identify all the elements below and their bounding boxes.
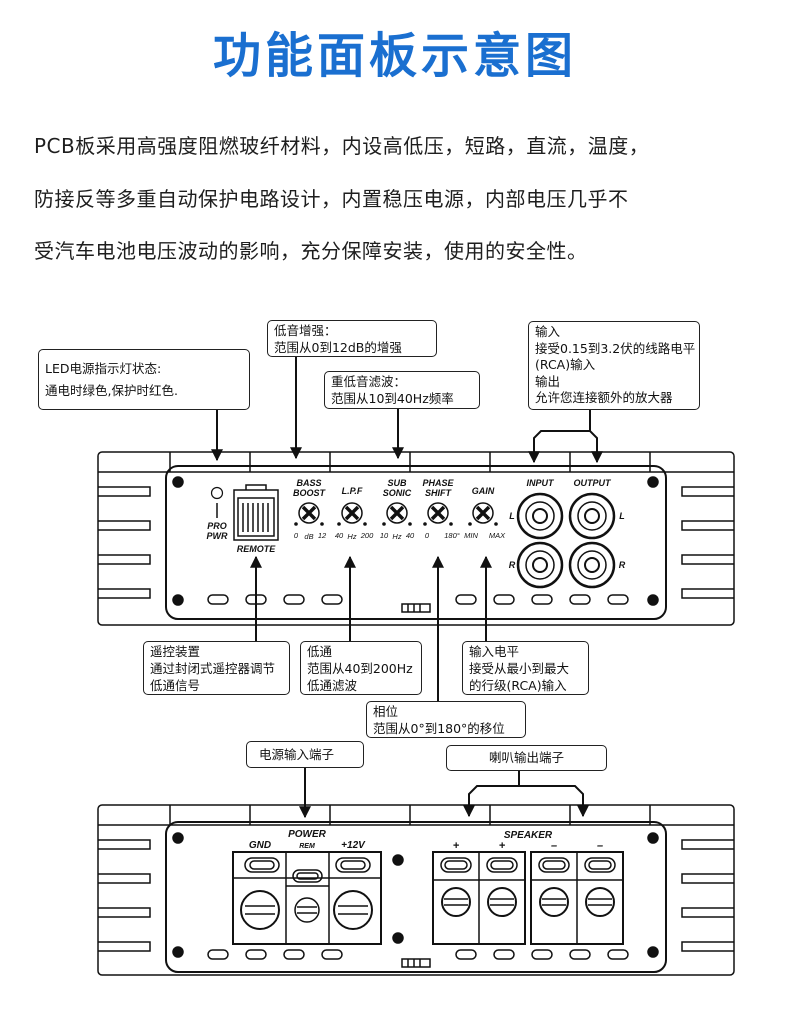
knob-icon: [298, 502, 494, 524]
heatsink-fins-left: [98, 486, 151, 599]
knob-label: PHASE: [422, 478, 454, 488]
speaker-sign: –: [597, 840, 603, 852]
rear-panel: [97, 804, 735, 976]
v12-label: +12V: [341, 840, 366, 851]
rca-jack-icon: [516, 492, 616, 589]
page-title: 功能面板示意图: [212, 28, 577, 84]
callout-lpf: 低通 范围从40到200Hz 低通滤波: [300, 641, 422, 695]
callout-gain: 输入电平 接受从最小到最大 的行级(RCA)输入: [462, 641, 589, 695]
knob-scale: 40: [335, 531, 344, 540]
gnd-label: GND: [249, 840, 271, 851]
output-label: OUTPUT: [574, 478, 613, 488]
callout-arrows: [211, 357, 603, 819]
callout-line: 输出: [535, 373, 561, 389]
knob-scale: 0: [294, 531, 299, 540]
callout-line: 允许您连接额外的放大器: [535, 390, 673, 405]
callout-line: 输入电平: [469, 644, 520, 659]
speaker-sign: –: [551, 840, 557, 852]
knob-label: SHIFT: [425, 488, 453, 498]
callout-line: 低通滤波: [307, 678, 358, 693]
channel-label: L: [509, 511, 515, 521]
knob-label: GAIN: [472, 486, 495, 496]
callout-power-input: 电源输入端子: [246, 741, 364, 768]
callout-phase: 相位 范围从0°到180°的移位: [366, 701, 526, 738]
callout-line: 范围从0°到180°的移位: [373, 721, 505, 736]
speaker-terminal-icon: [432, 851, 624, 945]
rem-label: REM: [299, 843, 315, 850]
power-label: POWER: [288, 829, 327, 840]
callout-speaker-output: 喇叭输出端子: [446, 745, 607, 771]
knob-label: BASS: [296, 478, 321, 488]
screw-icon: [172, 476, 659, 606]
callout-line: 相位: [373, 704, 399, 719]
callout-line: 遥控装置: [150, 644, 201, 659]
callout-line: 喇叭输出端子: [488, 750, 564, 765]
callout-line: 接受从最小到最大: [469, 661, 570, 676]
callout-line: 重低音滤波：: [331, 374, 407, 389]
callout-remote: 遥控装置 通过封闭式遥控器调节 低通信号: [143, 641, 290, 695]
callout-led-status: LED电源指示灯状态: 通电时绿色,保护时红色.: [38, 349, 250, 410]
channel-label: R: [619, 560, 626, 570]
vent-slots: [207, 594, 629, 613]
knob-label: SONIC: [383, 488, 412, 498]
callout-line: 低音增强：: [274, 323, 337, 338]
speaker-label: SPEAKER: [504, 830, 553, 841]
callout-line: LED电源指示灯状态:: [45, 361, 162, 376]
heatsink-fins-right: [681, 486, 734, 599]
callout-line: 范围从0到12dB的增强: [274, 340, 402, 355]
knob-scale: 180°: [444, 531, 460, 540]
channel-label: R: [509, 560, 516, 570]
callout-line: 通电时绿色,保护时红色.: [45, 383, 178, 398]
callout-line: 范围从10到40Hz频率: [331, 391, 454, 406]
knob-label: L.P.F: [342, 486, 363, 496]
speaker-sign: +: [453, 840, 460, 852]
callout-line: 通过封闭式遥控器调节: [150, 661, 276, 676]
knob-scale: Hz: [347, 532, 356, 541]
callout-line: 低通信号: [150, 678, 201, 693]
led-label: PWR: [207, 531, 228, 541]
knob-scale: 12: [318, 531, 327, 540]
knob-scale: dB: [304, 532, 313, 541]
knob-label: BOOST: [293, 488, 327, 498]
callout-line: (RCA)输入: [535, 357, 596, 372]
led-indicator: [210, 486, 224, 500]
remote-port-icon: [233, 484, 279, 541]
callout-line: 范围从40到200Hz: [307, 661, 413, 676]
callout-input-output: 输入 接受0.15到3.2伏的线路电平 (RCA)输入 输出 允许您连接额外的放…: [528, 321, 700, 410]
remote-label: REMOTE: [237, 544, 276, 554]
intro-line: PCB板采用高强度阻燃玻纤材料，内设高低压，短路，直流，温度，: [34, 134, 650, 158]
knob-dots: [294, 522, 498, 526]
channel-label: L: [619, 511, 625, 521]
power-terminal-icon: [232, 851, 382, 945]
callout-line: 低通: [307, 644, 333, 659]
callout-bass-boost: 低音增强： 范围从0到12dB的增强: [267, 320, 437, 357]
knob-scale: Hz: [392, 532, 401, 541]
callout-line: 的行级(RCA)输入: [469, 678, 567, 693]
knob-scale: MIN: [464, 531, 478, 540]
callout-sub-sonic: 重低音滤波： 范围从10到40Hz频率: [324, 371, 480, 409]
intro-line: 防接反等多重自动保护电路设计，内置稳压电源，内部电压几乎不: [34, 187, 629, 211]
callout-line: 接受0.15到3.2伏的线路电平: [535, 340, 696, 356]
led-label: PRO: [207, 521, 227, 531]
front-panel: [97, 451, 735, 626]
knob-scale: 40: [406, 531, 415, 540]
speaker-sign: +: [499, 840, 506, 852]
knob-scale: 10: [380, 531, 389, 540]
knob-scale: MAX: [489, 531, 506, 540]
input-label: INPUT: [527, 478, 556, 488]
callout-line: 输入: [535, 324, 561, 339]
intro-line: 受汽车电池电压波动的影响，充分保障安装，使用的安全性。: [34, 239, 588, 263]
knob-scale: 200: [360, 531, 374, 540]
callout-line: 电源输入端子: [259, 747, 335, 762]
knob-label: SUB: [387, 478, 407, 488]
knob-scale: 0: [425, 531, 430, 540]
